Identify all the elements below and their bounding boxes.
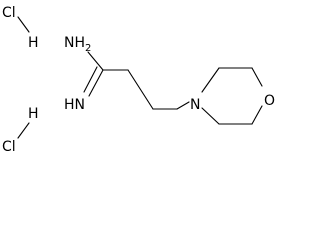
molecule-svg: Cl H H Cl NH2 HN N O	[2, 5, 275, 155]
imino-group-label: HN	[64, 97, 85, 113]
morpholine-nitrogen: N	[190, 97, 200, 113]
morpholine-oxygen: O	[264, 93, 275, 109]
hcl-top-chlorine: Cl	[2, 5, 16, 21]
hcl-bottom-chlorine: Cl	[2, 139, 16, 154]
chain-to-nitrogen-bond	[176, 101, 190, 110]
imine-double-bond-a	[88, 69, 104, 97]
structure-diagram: Cl H H Cl NH2 HN N O	[2, 5, 275, 155]
amino-bond	[87, 51, 104, 71]
hcl-bottom-bond	[17, 122, 30, 139]
ring-bond-6	[201, 107, 220, 125]
hcl-top: Cl H	[2, 5, 39, 51]
hcl-bottom-hydrogen: H	[28, 106, 39, 122]
ring-bond-4	[251, 105, 263, 125]
ring-bond-3	[251, 67, 263, 87]
hcl-bottom: H Cl	[2, 106, 39, 155]
imine-double-bond-b	[83, 66, 98, 93]
morpholine-ring: N O	[190, 67, 275, 125]
ring-bond-1	[201, 67, 220, 93]
amino-group-label: NH2	[64, 35, 91, 54]
amidine-group: NH2 HN	[64, 35, 190, 113]
chain-bond-2	[127, 69, 154, 110]
hcl-top-hydrogen: H	[28, 35, 39, 51]
hcl-top-bond	[17, 16, 30, 33]
